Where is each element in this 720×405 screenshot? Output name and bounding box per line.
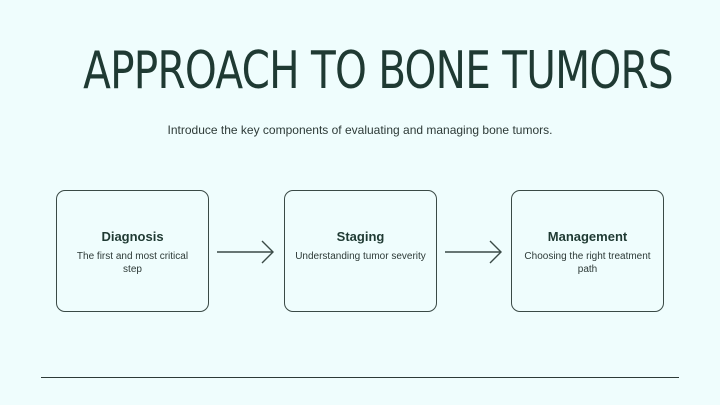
step-title: Diagnosis [101,229,164,244]
step-description: Choosing the right treatment path [524,251,651,275]
page-subtitle: Introduce the key components of evaluati… [167,123,553,137]
step-title: Management [547,229,628,244]
step-description: Understanding tumor severity [295,251,426,262]
step-card-diagnosis: Diagnosis The first and most critical st… [56,190,209,312]
step-card-management: Management Choosing the right treatment … [511,190,664,312]
arrow-right-icon [217,240,274,264]
bottom-divider [41,377,679,378]
step-card-staging: Staging Understanding tumor severity [284,190,437,312]
step-description: The first and most critical step [76,251,189,275]
step-title: Staging [336,229,385,244]
page-title: APPROACH TO BONE TUMORS [83,41,673,101]
arrow-right-icon [445,240,502,264]
